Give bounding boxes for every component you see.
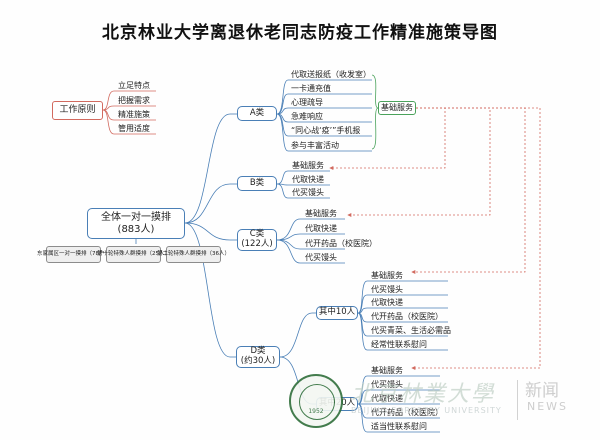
principles-label: 工作原则: [59, 105, 96, 116]
principle-item: 精准施策: [118, 110, 150, 119]
watermark-name: 北京林業大學: [351, 382, 496, 407]
connector-line: [276, 93, 289, 115]
d-sub1-node: 其中10人: [316, 306, 358, 320]
watermark-news-en: NEWS: [527, 400, 569, 413]
connector-line: [276, 239, 301, 264]
d-sub1-item: 代买青菜、生活必需品: [371, 326, 451, 335]
group-node: 第一轮特殊人群摸排（25人）: [97, 246, 170, 263]
d-sub2-item: 适当性联系慰问: [371, 422, 427, 431]
category-a-label: A类: [249, 107, 265, 118]
c-item: 代取快递: [305, 224, 337, 233]
dashed-link: [411, 107, 541, 370]
principle-item: 管用适度: [118, 124, 150, 133]
d-sub1-item: 基础服务: [371, 271, 403, 280]
page-title: 北京林业大学离退休老同志防疫工作精准施策导图: [102, 23, 498, 43]
d-sub1-item: 代取快递: [371, 298, 403, 307]
a-item: 一卡通充值: [291, 84, 331, 93]
watermark-divider: [517, 380, 518, 420]
d-sub2-item: 代开药品（校医院）: [371, 408, 443, 417]
seal-year: 1952: [308, 408, 324, 415]
category-c-line2: (122人): [241, 239, 273, 249]
c-item: 代开药品（校医院）: [305, 239, 377, 248]
watermark-news: 新闻: [525, 381, 559, 401]
a-service-node: 基础服务: [378, 101, 416, 115]
connector-line: [184, 113, 231, 224]
dashed-link: [411, 107, 526, 274]
connector-line: [276, 233, 301, 241]
connector-line: [184, 183, 231, 224]
connector-line: [276, 170, 289, 185]
d-sub2-item: 基础服务: [371, 366, 403, 375]
connector-line: [102, 109, 115, 121]
group-node: 东家属区一对一摸排（78户）: [37, 246, 110, 263]
connector-line: [102, 109, 115, 135]
a-item: 心理疏导: [291, 98, 323, 107]
c-item: 基础服务: [305, 209, 337, 218]
connector-line: [102, 90, 115, 111]
connector-line: [184, 222, 231, 358]
d-sub1-item: 经常性联系慰问: [371, 340, 427, 349]
c-item: 代买馒头: [305, 253, 337, 262]
seal-inner-ring: [299, 384, 335, 420]
d-sub1-item: 代开药品（校医院）: [371, 312, 443, 321]
principle-item: 把握需求: [118, 96, 150, 105]
d-sub1-item: 代买馒头: [371, 285, 403, 294]
group-node: 第二轮特殊人群摸排（36人）: [157, 246, 230, 263]
root-line2: (883人): [117, 223, 155, 235]
connector-line: [276, 79, 289, 115]
d-sub2-item: 代取快递: [371, 394, 403, 403]
principle-item: 立足特点: [118, 81, 150, 90]
category-c-line1: C类: [249, 229, 265, 240]
a-item: “同心战‘疫’”手机报: [291, 126, 361, 135]
category-b-label: B类: [249, 177, 265, 188]
connector-line: [357, 389, 368, 405]
connector-line: [276, 113, 289, 152]
category-d-line2: (约30人): [240, 356, 276, 366]
d-sub1-label: 其中10人: [318, 307, 356, 318]
connector-line: [357, 312, 368, 351]
b-item: 基础服务: [292, 161, 324, 170]
watermark-english-name: BEIJING FORESTRY UNIVERSITY: [351, 406, 502, 415]
connector-line: [357, 403, 368, 433]
root-line1: 全体一对一摸排: [101, 212, 171, 223]
connector-line: [276, 183, 289, 199]
category-a-node: A类: [237, 106, 277, 121]
university-watermark: 1952 北京林業大學 BEIJING FORESTRY UNIVERSITY …: [285, 372, 600, 436]
b-item: 代买馒头: [292, 188, 324, 197]
connector-line: [184, 222, 231, 241]
principles-node: 工作原则: [52, 101, 103, 120]
a-item: 急难响应: [291, 112, 323, 121]
root-node: 全体一对一摸排 (883人): [87, 208, 185, 239]
b-item: 代取快递: [292, 175, 324, 184]
category-d-node: D类 (约30人): [236, 346, 280, 368]
dashed-link: [347, 107, 491, 217]
category-b-node: B类: [237, 176, 277, 191]
connector-line: [276, 218, 301, 241]
connector-line: [276, 113, 289, 123]
dashed-link: [329, 107, 446, 170]
d-sub2-item: 代买馒头: [371, 380, 403, 389]
university-seal-icon: 1952: [289, 374, 343, 428]
connector-line: [279, 312, 313, 358]
category-c-node: C类 (122人): [237, 229, 277, 251]
a-item: 代取送报纸（收发室）: [291, 70, 371, 79]
a-item: 参与丰富活动: [291, 141, 339, 150]
category-d-line1: D类: [250, 346, 266, 357]
